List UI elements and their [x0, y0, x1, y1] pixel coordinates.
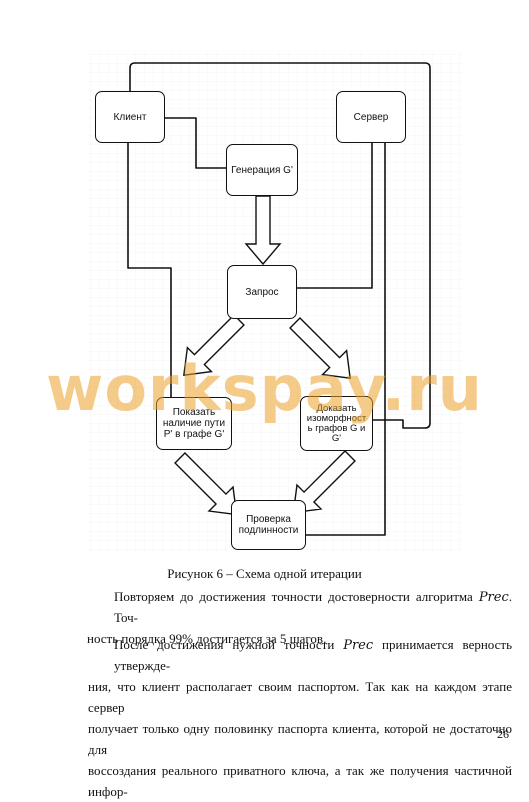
paragraph-2-line-2: ния, что клиент располагает своим паспор…	[88, 679, 512, 715]
arrow-request-show-path	[183, 314, 245, 376]
node-verify: Проверка подлинности	[231, 500, 306, 550]
arrow-request-show-iso	[289, 317, 351, 379]
paragraph-1: Повторяем до достижения точности достове…	[87, 586, 512, 649]
line-outer-loop	[129, 62, 431, 429]
paragraph-1-line-1: Повторяем до достижения точности достове…	[114, 589, 512, 625]
paragraph-2-line-4: воссоздания реального приватного ключа, …	[88, 763, 512, 799]
paragraph-1-line-2: ность порядка 99% достигается за 5 шагов…	[87, 631, 327, 646]
paragraph-2-line-3: получает только одну половинку паспорта …	[88, 721, 512, 757]
line-client-show-path	[127, 142, 172, 398]
line-server-request	[297, 143, 373, 289]
paragraph-2-line-1: После достижения нужной точности 𝑃𝑟𝑒𝑐 пр…	[114, 637, 512, 673]
node-show-iso: Доказать изоморфност ь графов G и G'	[300, 396, 373, 451]
line-client-generation	[165, 117, 227, 169]
node-show-path: Показать наличие пути P' в графе G'	[156, 397, 232, 450]
page-number: 26	[497, 727, 509, 741]
node-client: Клиент	[95, 91, 165, 143]
figure-caption: Рисунок 6 – Схема одной итерации	[167, 566, 362, 581]
line-server-verify	[306, 143, 386, 536]
arrow-show-iso-verify	[292, 450, 356, 514]
node-request: Запрос	[227, 265, 297, 319]
node-generation: Генерация G'	[226, 144, 298, 196]
node-server: Сервер	[336, 91, 406, 143]
arrow-generation-request	[244, 195, 282, 266]
paragraph-2: После достижения нужной точности 𝑃𝑟𝑒𝑐 пр…	[88, 634, 512, 802]
